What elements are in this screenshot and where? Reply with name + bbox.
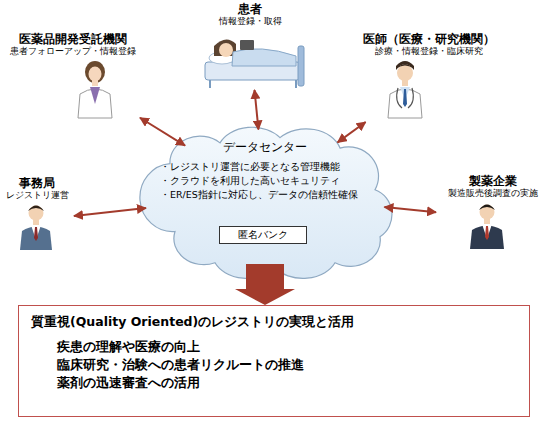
feature-bullet: ・クラウドを利用した高いセキュリティ — [130, 174, 400, 188]
feature-bullet: ・ER/ES指針に対応し、データの信頼性確保 — [130, 188, 400, 202]
hair — [28, 206, 44, 212]
actor-name: 製薬企業 — [436, 174, 550, 188]
tie — [485, 226, 489, 240]
shirt — [482, 224, 492, 239]
result-item: 薬剤の迅速審査への活用 — [57, 374, 529, 392]
patient-bed-illustration — [205, 39, 304, 88]
suit — [470, 226, 504, 250]
actor-name: 事務局 — [0, 176, 74, 190]
double-arrow — [384, 207, 436, 212]
neck — [484, 218, 490, 224]
tie — [34, 227, 38, 241]
double-arrow — [74, 208, 146, 216]
actor-role: 情報登録・取得 — [192, 16, 308, 27]
tablet — [240, 40, 254, 50]
face — [219, 43, 233, 57]
blouse — [90, 87, 100, 104]
actor-node: 事務局レジストリ運営 — [0, 174, 74, 266]
hair — [479, 205, 495, 211]
actor-name: 医薬品開発受託機関 — [5, 32, 140, 46]
bank-label: 匿名バンク — [220, 227, 306, 243]
result-heading: 質重視(Quality Oriented)のレジストリの実現と活用 — [31, 314, 529, 330]
white-coat — [388, 89, 422, 118]
neck — [402, 80, 408, 86]
actor-node: 医薬品開発受託機関患者フォローアップ・情報登録 — [5, 30, 140, 122]
bed-leg — [295, 80, 297, 88]
pharma-man-illustration — [470, 205, 504, 250]
suit — [20, 227, 52, 251]
shirt — [31, 225, 41, 240]
bed-footboard — [298, 46, 304, 86]
blanket — [232, 49, 296, 66]
actor-role: レジストリ運営 — [0, 190, 74, 201]
result-box: 質重視(Quality Oriented)のレジストリの実現と活用疾患の理解や医… — [18, 305, 530, 417]
double-arrow — [140, 118, 185, 146]
neck — [33, 219, 39, 225]
actor-role: 製造販売後調査の実施 — [436, 188, 550, 199]
result-item: 疾患の理解や医療の向上 — [57, 338, 529, 356]
actor-node: 患者情報登録・取得 — [192, 0, 308, 90]
office-man-illustration — [20, 206, 52, 251]
cloud-node: データセンター・レジストリ運営に必要となる管理機能・クラウドを利用した高いセキュ… — [130, 122, 400, 268]
actor-name: 患者 — [192, 2, 308, 16]
bed-leg — [209, 80, 211, 88]
face — [480, 205, 495, 220]
actor-node: 製薬企業製造販売後調査の実施 — [436, 172, 550, 264]
stethoscope — [397, 88, 414, 108]
actor-node: 医師（医療・研究機関）診療・情報登録・臨床研究 — [354, 30, 504, 122]
neck — [92, 80, 98, 86]
bank-box: 匿名バンク — [219, 226, 307, 244]
fringe — [397, 64, 413, 68]
block-arrow — [235, 264, 295, 305]
cro-woman-illustration — [78, 61, 112, 118]
face — [29, 206, 44, 221]
face — [397, 65, 413, 81]
tie — [403, 89, 407, 107]
double-arrow — [338, 122, 366, 142]
hair — [85, 61, 105, 83]
face — [89, 67, 102, 82]
center-title: データセンター — [130, 140, 400, 155]
doctor-illustration — [388, 61, 422, 118]
actor-name: 医師（医療・研究機関） — [354, 32, 504, 46]
double-arrow — [255, 90, 259, 129]
feature-bullet: ・レジストリ運営に必要となる管理機能 — [130, 160, 400, 174]
result-item: 臨床研究・治験への患者リクルートの推進 — [57, 356, 529, 374]
actor-role: 患者フォローアップ・情報登録 — [5, 46, 140, 57]
actor-role: 診療・情報登録・臨床研究 — [354, 46, 504, 57]
